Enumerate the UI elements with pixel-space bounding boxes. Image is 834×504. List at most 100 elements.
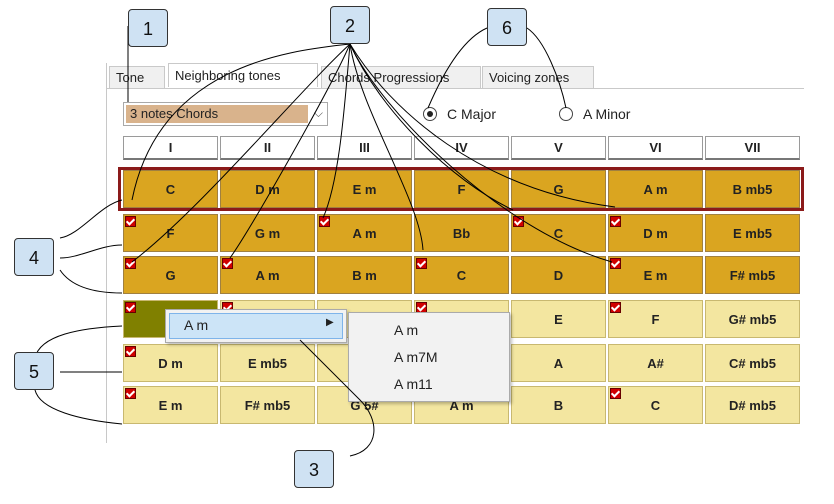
column-header: IV bbox=[414, 136, 509, 160]
chord-label: D m bbox=[158, 356, 183, 371]
chord-cell[interactable]: G bbox=[511, 170, 606, 208]
radio-c-major[interactable]: C Major bbox=[423, 104, 496, 124]
submenu-item-a-m11[interactable]: A m11 bbox=[394, 376, 433, 392]
callout-1: 1 bbox=[128, 9, 168, 47]
chord-label: E bbox=[554, 312, 563, 327]
chord-label: E mb5 bbox=[732, 226, 772, 241]
chord-label: G# mb5 bbox=[728, 312, 777, 327]
chord-cell[interactable]: D# mb5 bbox=[705, 386, 800, 424]
chord-cell[interactable]: Bb bbox=[414, 214, 509, 252]
chord-label: Bb bbox=[452, 226, 471, 241]
chord-cell[interactable]: A m bbox=[608, 170, 703, 208]
chord-cell[interactable]: F# mb5 bbox=[220, 386, 315, 424]
checkbox-checked-icon[interactable] bbox=[610, 302, 621, 313]
tab-strip-line bbox=[106, 88, 804, 89]
context-menu: A m ▶ bbox=[165, 309, 347, 343]
callout-4: 4 bbox=[14, 238, 54, 276]
chord-cell[interactable]: E m bbox=[123, 386, 218, 424]
chord-label: A# bbox=[647, 356, 664, 371]
chord-label: A bbox=[553, 356, 564, 371]
chord-label: C bbox=[650, 398, 661, 413]
chord-cell[interactable]: C bbox=[414, 256, 509, 294]
chord-cell[interactable]: F bbox=[608, 300, 703, 338]
tab-chords-progressions[interactable]: Chords Progressions bbox=[321, 66, 481, 88]
chord-label: C bbox=[456, 268, 467, 283]
chord-cell[interactable]: E bbox=[511, 300, 606, 338]
checkbox-checked-icon[interactable] bbox=[416, 258, 427, 269]
column-header: VI bbox=[608, 136, 703, 160]
chord-label: F bbox=[166, 226, 175, 241]
chord-cell[interactable]: B bbox=[511, 386, 606, 424]
checkbox-checked-icon[interactable] bbox=[125, 258, 136, 269]
chord-cell[interactable]: F bbox=[123, 214, 218, 252]
column-header: VII bbox=[705, 136, 800, 160]
radio-a-minor[interactable]: A Minor bbox=[559, 104, 630, 124]
chord-cell[interactable]: G# mb5 bbox=[705, 300, 800, 338]
chord-cell[interactable]: C# mb5 bbox=[705, 344, 800, 382]
chord-label: C bbox=[553, 226, 564, 241]
chord-label: C bbox=[165, 182, 176, 197]
checkbox-checked-icon[interactable] bbox=[610, 388, 621, 399]
column-header: II bbox=[220, 136, 315, 160]
checkbox-checked-icon[interactable] bbox=[222, 258, 233, 269]
chord-cell[interactable]: A m bbox=[317, 214, 412, 252]
chord-cell[interactable]: E m bbox=[608, 256, 703, 294]
chord-label: A m bbox=[255, 268, 280, 283]
column-header: V bbox=[511, 136, 606, 160]
chord-cell[interactable]: D bbox=[511, 256, 606, 294]
chord-label: G bbox=[553, 182, 564, 197]
checkbox-checked-icon[interactable] bbox=[610, 258, 621, 269]
checkbox-checked-icon[interactable] bbox=[125, 302, 136, 313]
chord-label: F bbox=[457, 182, 466, 197]
radio-selected-icon bbox=[423, 107, 437, 122]
submenu-item-a-m[interactable]: A m bbox=[394, 322, 419, 338]
chord-label: E m bbox=[158, 398, 183, 413]
chord-cell[interactable]: F# mb5 bbox=[705, 256, 800, 294]
chord-cell[interactable]: E m bbox=[317, 170, 412, 208]
chord-cell[interactable]: B mb5 bbox=[705, 170, 800, 208]
radio-a-minor-label: A Minor bbox=[583, 106, 631, 122]
chord-type-dropdown[interactable]: 3 notes Chords ⌵ bbox=[123, 102, 328, 126]
chord-cell[interactable]: D m bbox=[220, 170, 315, 208]
chord-cell[interactable]: G m bbox=[220, 214, 315, 252]
checkbox-checked-icon[interactable] bbox=[610, 216, 621, 227]
chord-cell[interactable]: B m bbox=[317, 256, 412, 294]
chord-cell[interactable]: D m bbox=[123, 344, 218, 382]
callout-2: 2 bbox=[330, 6, 370, 44]
chord-label: A m bbox=[352, 226, 377, 241]
chord-label: D m bbox=[643, 226, 668, 241]
submenu-item-a-m7m[interactable]: A m7M bbox=[394, 349, 438, 365]
chord-label: A m bbox=[643, 182, 668, 197]
callout-5: 5 bbox=[14, 352, 54, 390]
callout-3: 3 bbox=[294, 450, 334, 488]
checkbox-checked-icon[interactable] bbox=[125, 388, 136, 399]
column-header: I bbox=[123, 136, 218, 160]
chord-label: F# mb5 bbox=[244, 398, 291, 413]
chord-label: E m bbox=[352, 182, 377, 197]
chord-cell[interactable]: C bbox=[511, 214, 606, 252]
tab-voicing-zones[interactable]: Voicing zones bbox=[482, 66, 594, 88]
context-menu-item-label: A m bbox=[184, 317, 209, 333]
chord-cell[interactable]: A m bbox=[220, 256, 315, 294]
checkbox-checked-icon[interactable] bbox=[125, 346, 136, 357]
chord-label: F# mb5 bbox=[729, 268, 776, 283]
chord-cell[interactable]: C bbox=[123, 170, 218, 208]
chord-cell[interactable]: E mb5 bbox=[705, 214, 800, 252]
chord-cell[interactable]: G bbox=[123, 256, 218, 294]
chord-cell[interactable]: E mb5 bbox=[220, 344, 315, 382]
chord-cell[interactable]: A# bbox=[608, 344, 703, 382]
chord-cell[interactable]: D m bbox=[608, 214, 703, 252]
tab-neighboring-tones[interactable]: Neighboring tones bbox=[168, 63, 318, 87]
chord-cell[interactable]: C bbox=[608, 386, 703, 424]
chord-label: E mb5 bbox=[247, 356, 287, 371]
checkbox-checked-icon[interactable] bbox=[319, 216, 330, 227]
chord-cell[interactable]: F bbox=[414, 170, 509, 208]
checkbox-checked-icon[interactable] bbox=[125, 216, 136, 227]
tab-tone[interactable]: Tone bbox=[109, 66, 165, 88]
radio-c-major-label: C Major bbox=[447, 106, 497, 122]
chord-label: G m bbox=[254, 226, 281, 241]
context-menu-item[interactable]: A m ▶ bbox=[169, 313, 343, 339]
chord-cell[interactable]: A bbox=[511, 344, 606, 382]
callout-6: 6 bbox=[487, 8, 527, 46]
